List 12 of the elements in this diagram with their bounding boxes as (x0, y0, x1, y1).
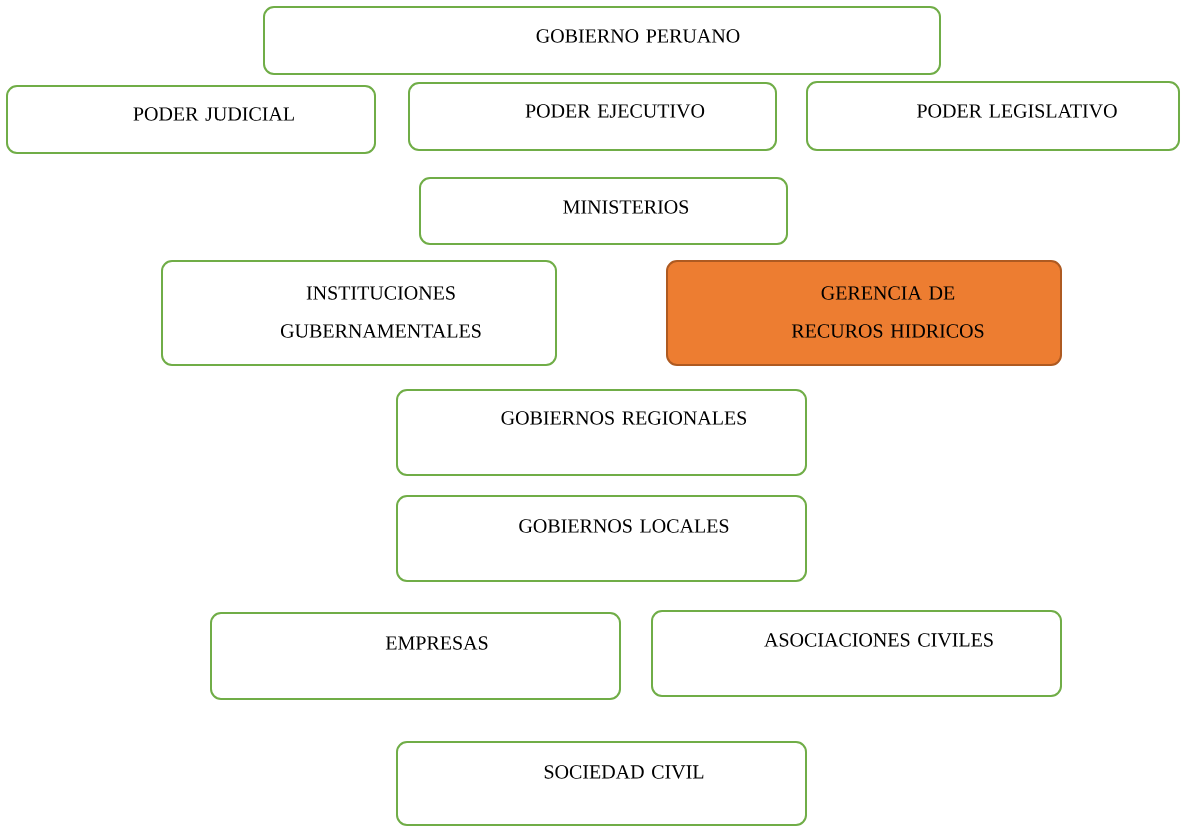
org-box: GOBIERNOS LOCALES (396, 495, 807, 582)
org-box: EMPRESAS (210, 612, 621, 700)
org-box: PODER LEGISLATIVO (806, 81, 1180, 151)
org-box: ASOCIACIONES CIVILES (651, 610, 1062, 697)
org-box: PODER EJECUTIVO (408, 82, 777, 151)
org-box: INSTITUCIONES GUBERNAMENTALES (161, 260, 557, 366)
org-box: GOBIERNOS REGIONALES (396, 389, 807, 476)
org-box: MINISTERIOS (419, 177, 788, 245)
org-box: GOBIERNO PERUANO (263, 6, 941, 75)
org-box: SOCIEDAD CIVIL (396, 741, 807, 826)
highlighted-box: GERENCIA DE RECUROS HIDRICOS (666, 260, 1062, 366)
org-box: PODER JUDICIAL (6, 85, 376, 154)
